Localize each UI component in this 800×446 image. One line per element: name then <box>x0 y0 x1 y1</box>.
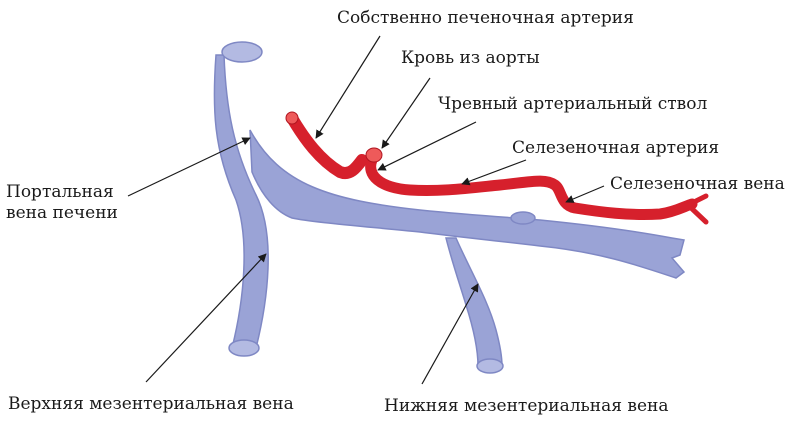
hepatic-artery-cap <box>285 111 299 125</box>
label-superior-mesenteric-vein: Верхняя мезентериальная вена <box>8 394 294 414</box>
arrow-blood-from-aorta <box>381 77 431 149</box>
label-blood-from-aorta: Кровь из аорты <box>401 48 540 68</box>
label-proper-hepatic-artery: Собственно печеночная артерия <box>337 8 634 28</box>
splenic-vein-tributary <box>510 211 536 225</box>
label-portal-vein-line2: вена печени <box>6 203 118 223</box>
splenic-vein <box>249 129 686 279</box>
vein-system <box>213 41 686 374</box>
label-portal-vein: Портальная вена печени <box>6 182 118 224</box>
pointer-arrows <box>127 35 605 385</box>
label-celiac-trunk: Чревный артериальный ствол <box>438 94 708 114</box>
label-inferior-mesenteric-vein: Нижняя мезентериальная вена <box>384 396 669 416</box>
splenic-artery-vessel <box>365 154 698 221</box>
arrow-inferior-mesenteric-vein <box>421 283 479 385</box>
label-splenic-vein: Селезеночная вена <box>610 174 785 194</box>
artery-system <box>285 111 709 225</box>
arrow-proper-hepatic-artery <box>315 35 381 139</box>
arrow-superior-mesenteric-vein <box>145 253 267 383</box>
superior-mesenteric-vein-cap <box>228 339 260 357</box>
inferior-mesenteric-vein-cap <box>476 358 504 374</box>
portal-vein-cap <box>221 41 263 63</box>
arrow-splenic-vein <box>565 185 605 203</box>
arrow-splenic-artery <box>461 159 527 186</box>
arrow-portal-vein <box>127 137 251 197</box>
portal-vein-trunk <box>213 54 269 349</box>
proper-hepatic-artery-vessel <box>286 112 368 179</box>
arrow-celiac-trunk <box>377 121 477 171</box>
aorta-stub-cap <box>365 147 383 163</box>
inferior-mesenteric-vein <box>445 237 503 367</box>
label-portal-vein-line1: Портальная <box>6 182 114 202</box>
label-splenic-artery: Селезеночная артерия <box>512 138 720 158</box>
splenic-artery-fork <box>685 193 709 225</box>
